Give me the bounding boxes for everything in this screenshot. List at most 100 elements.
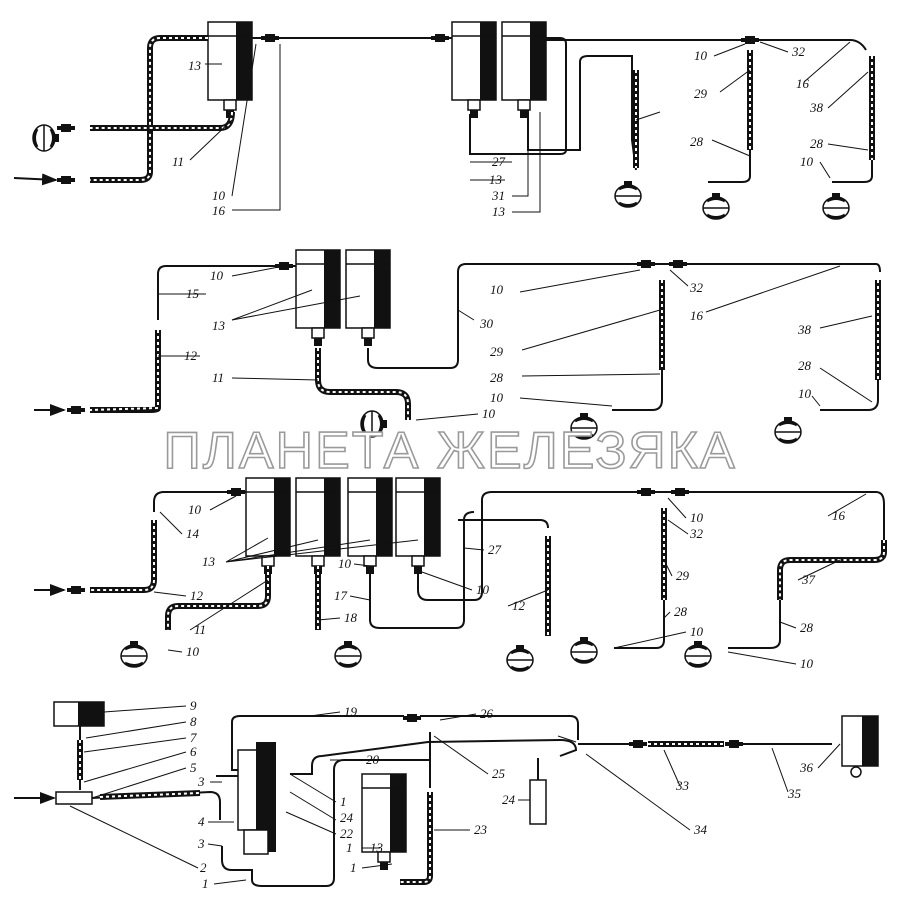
label: 20	[366, 752, 380, 767]
label: 33	[675, 778, 690, 793]
label: 16	[212, 203, 226, 218]
label: 34	[693, 822, 708, 837]
label: 36	[799, 760, 814, 775]
label: 15	[186, 286, 200, 301]
label: 16	[796, 76, 810, 91]
label: 37	[801, 572, 816, 587]
label: 10	[476, 582, 490, 597]
label: 10	[690, 510, 704, 525]
diagram-1: 13 11 10 16 27 13 31 13 10 32 16 29 38 2…	[13, 21, 875, 221]
brake-chamber-icon	[119, 639, 149, 669]
label: 10	[800, 656, 814, 671]
label: 28	[690, 134, 704, 149]
label: 4	[198, 814, 205, 829]
pipe-union-icon	[671, 488, 689, 496]
filter-icon	[295, 477, 341, 575]
label: 31	[491, 188, 505, 203]
label: 10	[690, 624, 704, 639]
label: 10	[490, 282, 504, 297]
label: 9	[190, 698, 197, 713]
brake-chamber-icon	[613, 179, 643, 209]
label: 32	[791, 44, 806, 59]
label: 13	[492, 204, 506, 219]
label: 2	[200, 860, 207, 875]
label: 38	[809, 100, 824, 115]
label: 5	[190, 760, 197, 775]
filter-icon	[451, 21, 497, 119]
label: 11	[172, 154, 184, 169]
label: 13	[212, 318, 226, 333]
label: 13	[202, 554, 216, 569]
diagram-4: 9 8 7 6 5 3 4 3 2 1 19 26 20 1 24 22 25 …	[14, 698, 879, 891]
pipe-union-icon	[57, 176, 75, 184]
label: 28	[798, 358, 812, 373]
label: 16	[690, 308, 704, 323]
label: 7	[190, 730, 197, 745]
pipe-union-icon	[227, 488, 245, 496]
pipe-union-icon	[725, 740, 743, 748]
label: 26	[480, 706, 494, 721]
label: 24	[340, 810, 354, 825]
label: 1	[202, 876, 209, 891]
label: 10	[800, 154, 814, 169]
label: 10	[186, 644, 200, 659]
label: 11	[194, 622, 206, 637]
label: 28	[490, 370, 504, 385]
label: 32	[689, 526, 704, 541]
brake-chamber-icon	[505, 643, 535, 673]
filter-icon	[347, 477, 393, 575]
label: 3	[197, 836, 205, 851]
pipe-union-icon	[67, 586, 85, 594]
pipe-union-icon	[67, 406, 85, 414]
label: 6	[190, 744, 197, 759]
label: 28	[810, 136, 824, 151]
pipe-union-icon	[629, 740, 647, 748]
diagram-3: 10 14 13 12 11 10 18 10 17 27 10 12 10 3…	[34, 477, 887, 673]
label: 30	[479, 316, 494, 331]
label: 29	[490, 344, 504, 359]
label: 12	[512, 598, 526, 613]
label: 10	[338, 556, 352, 571]
label: 10	[212, 188, 226, 203]
label: 32	[689, 280, 704, 295]
label: 29	[676, 568, 690, 583]
diagram-2: 10 15 13 12 11 10 30 32 16 10 29 28 10 3…	[34, 249, 881, 445]
filter-icon	[207, 21, 253, 119]
label: 10	[210, 268, 224, 283]
pipe-union-icon	[669, 260, 687, 268]
filter-icon	[501, 21, 547, 119]
label: 27	[492, 154, 506, 169]
label: 27	[488, 542, 502, 557]
label: 8	[190, 714, 197, 729]
label: 19	[344, 704, 358, 719]
label: 28	[674, 604, 688, 619]
label: 1	[340, 794, 347, 809]
brake-chamber-icon	[773, 415, 803, 445]
label: 35	[787, 786, 802, 801]
label: 3	[197, 774, 205, 789]
label: 12	[184, 348, 198, 363]
filter-icon	[395, 477, 441, 575]
filter-icon	[245, 477, 291, 575]
pipe-union-icon	[431, 34, 449, 42]
brake-chamber-icon	[821, 191, 851, 221]
label: 1	[346, 840, 353, 855]
brake-chamber-icon	[569, 635, 599, 665]
label: 14	[186, 526, 200, 541]
label: 38	[797, 322, 812, 337]
label: 17	[334, 588, 348, 603]
sensor-unit	[529, 779, 547, 825]
label: 28	[800, 620, 814, 635]
flow-arrow-icon	[13, 173, 58, 186]
pipe-union-icon	[637, 260, 655, 268]
pipe-union-icon	[403, 714, 421, 722]
pipe-union-icon	[637, 488, 655, 496]
filter-icon	[345, 249, 391, 347]
brake-chamber-icon	[683, 639, 713, 669]
label: 10	[490, 390, 504, 405]
pipe-union-icon	[57, 124, 75, 132]
label: 25	[492, 766, 506, 781]
watermark-text: ПЛАНЕТА ЖЕЛЕЗЯКА	[163, 422, 736, 480]
label: 22	[340, 826, 354, 841]
